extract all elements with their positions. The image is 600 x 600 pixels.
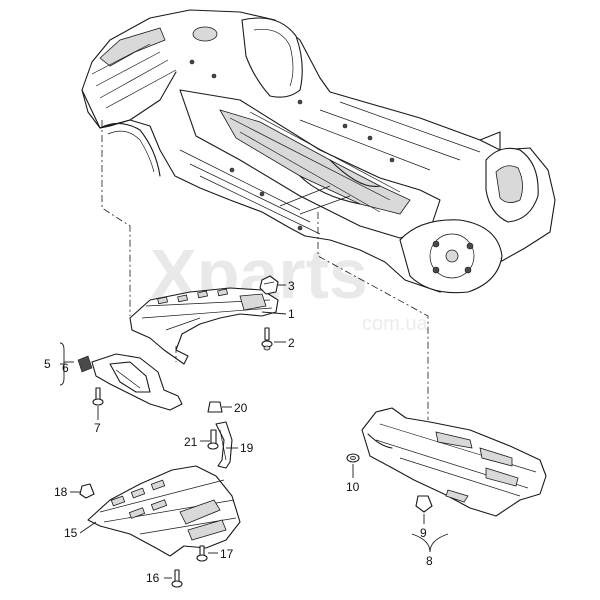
part-1-floor-panel	[129, 287, 279, 365]
part-7-bolt	[92, 387, 104, 406]
part-16-bolt	[171, 569, 183, 588]
part-15-engine-undertray	[87, 465, 241, 557]
part-19-bracket	[215, 421, 233, 469]
part-9-clip	[415, 495, 433, 513]
car-body-underside	[81, 9, 556, 294]
callout-21: 21	[184, 435, 198, 449]
callout-8: 8	[426, 554, 433, 568]
callout-9: 9	[420, 526, 427, 540]
part-18-clip	[79, 483, 95, 499]
part-3-clip	[259, 275, 279, 295]
callout-18: 18	[54, 485, 68, 499]
callout-17: 17	[220, 547, 234, 561]
callout-15: 15	[64, 526, 78, 540]
assembly-lines	[101, 120, 429, 420]
part-6-clip	[77, 355, 93, 373]
watermark-domain: com.ua	[362, 313, 428, 335]
part-20-nut	[207, 401, 223, 413]
callout-16: 16	[146, 571, 160, 585]
part-10-nut	[346, 453, 360, 463]
part-21-bolt	[207, 429, 219, 450]
callout-19: 19	[240, 441, 254, 455]
callout-6: 6	[62, 361, 69, 375]
callout-5: 5	[44, 357, 51, 371]
callout-3: 3	[288, 279, 295, 293]
callout-20: 20	[234, 401, 248, 415]
part-8-side-panel	[361, 407, 547, 517]
leader-lines	[59, 284, 449, 579]
callout-labels: 1 2 3 5 6 7 8 9 10 15 16 17 18 19 20 21	[44, 279, 433, 585]
body-detail-holes	[189, 59, 395, 231]
part-2-bolt	[261, 327, 273, 351]
part-5-shield	[91, 353, 183, 411]
callout-7: 7	[94, 421, 101, 435]
callout-2: 2	[288, 336, 295, 350]
part-17-bolt	[196, 545, 208, 562]
callout-1: 1	[288, 307, 295, 321]
callout-10: 10	[346, 480, 360, 494]
